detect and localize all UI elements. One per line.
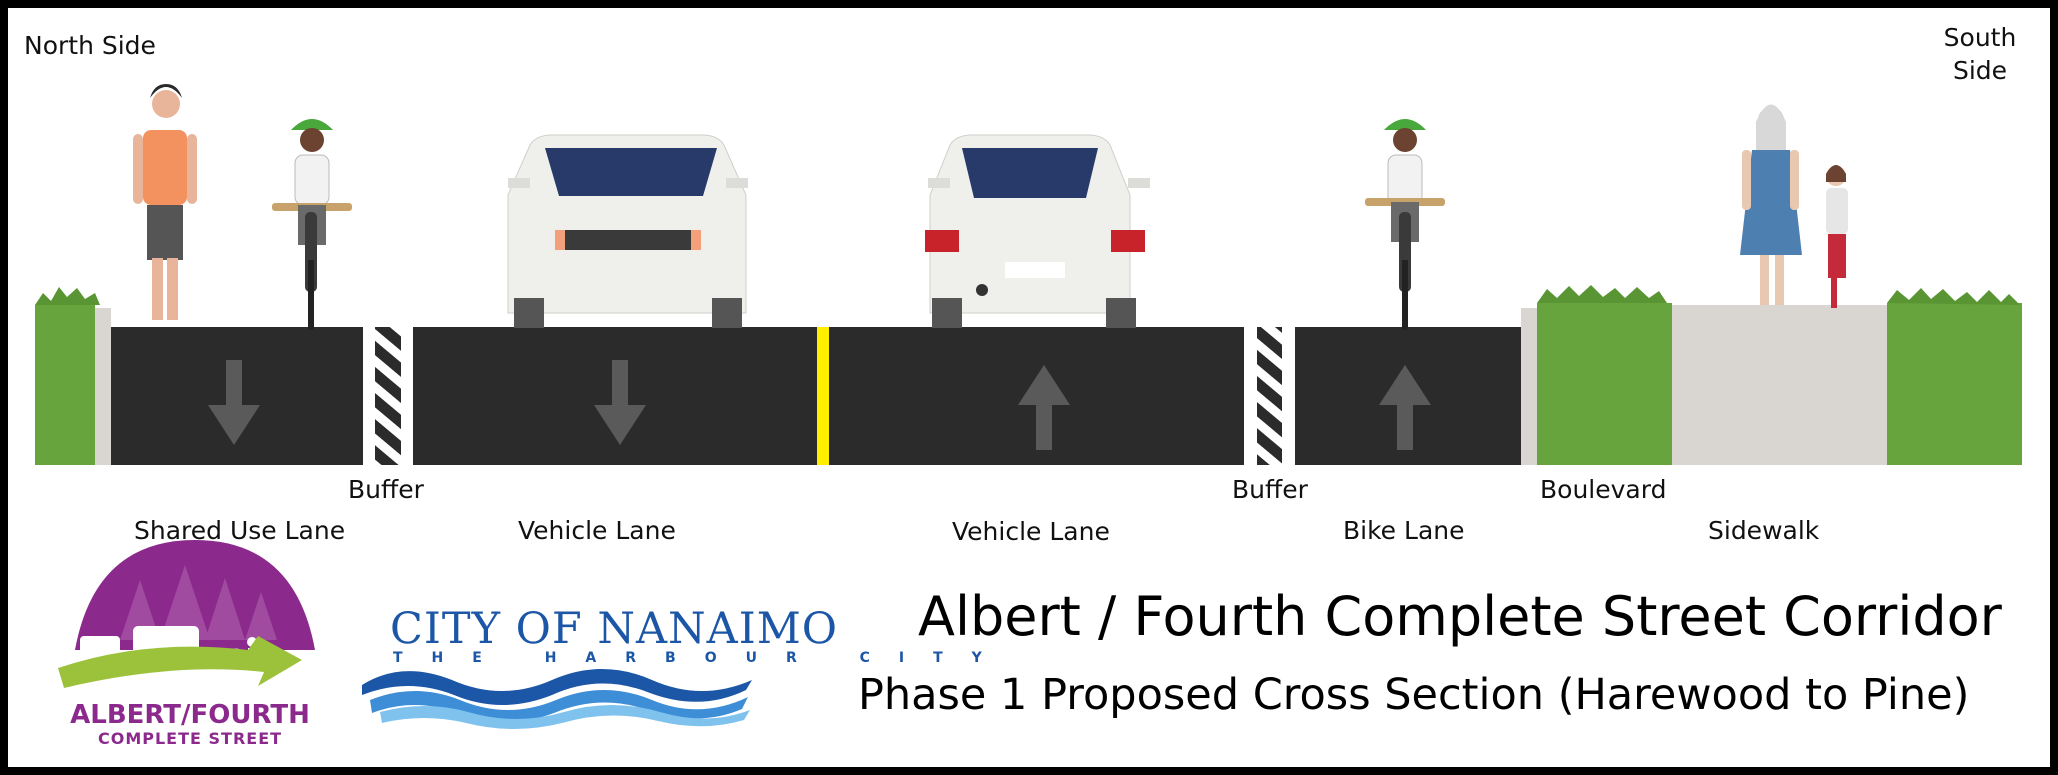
shared-use-lane (111, 327, 363, 465)
bike-lane-label: Bike Lane (1343, 516, 1465, 545)
buffer-right-label: Buffer (1232, 475, 1308, 504)
north-side-label: North Side (24, 31, 156, 60)
vehicle-lane-southbound (413, 327, 817, 465)
pedestrian-icon (133, 84, 197, 320)
up-arrow-icon (1018, 365, 1070, 450)
boulevard-planter (1537, 285, 1672, 465)
south-curb (1521, 308, 1537, 465)
down-arrow-icon (594, 360, 646, 445)
nanaimo-waves-icon (362, 669, 752, 729)
boulevard-label: Boulevard (1540, 475, 1667, 504)
albert-fourth-logo-subtext: COMPLETE STREET (97, 729, 283, 748)
albert-fourth-logo-icon (58, 540, 315, 688)
buffer-left-label: Buffer (348, 475, 424, 504)
car-rear-icon (507, 134, 748, 328)
albert-fourth-logo-text: ALBERT/FOURTH (70, 700, 310, 730)
center-line (817, 327, 829, 465)
pedestrians-adult-child-icon (1740, 104, 1848, 308)
south-planter (1887, 288, 2022, 465)
sidewalk-label: Sidewalk (1708, 516, 1820, 545)
car-rear-icon (925, 134, 1150, 328)
buffer-left-hatch (375, 327, 401, 465)
shared-use-lane-label: Shared Use Lane (134, 516, 346, 545)
buffer-right-hatch (1257, 327, 1282, 465)
vehicle-lane-left-label: Vehicle Lane (518, 516, 676, 545)
cyclist-icon (1365, 119, 1445, 330)
nanaimo-logo-text: CITY OF NANAIMO (390, 604, 839, 654)
sidewalk (1672, 305, 1887, 465)
north-planter (35, 287, 111, 465)
up-arrow-icon (1379, 365, 1431, 450)
south-side-label: South Side (1943, 23, 2017, 85)
page-title: Albert / Fourth Complete Street Corridor (918, 585, 2002, 648)
vehicle-lane-northbound (829, 327, 1244, 465)
vehicle-lane-right-label: Vehicle Lane (952, 517, 1110, 546)
cyclist-icon (272, 119, 352, 330)
page-subtitle: Phase 1 Proposed Cross Section (Harewood… (858, 670, 1970, 720)
bike-lane (1295, 327, 1521, 465)
nanaimo-logo-subtext: THE HARBOUR CITY (393, 650, 1011, 666)
down-arrow-icon (208, 360, 260, 445)
